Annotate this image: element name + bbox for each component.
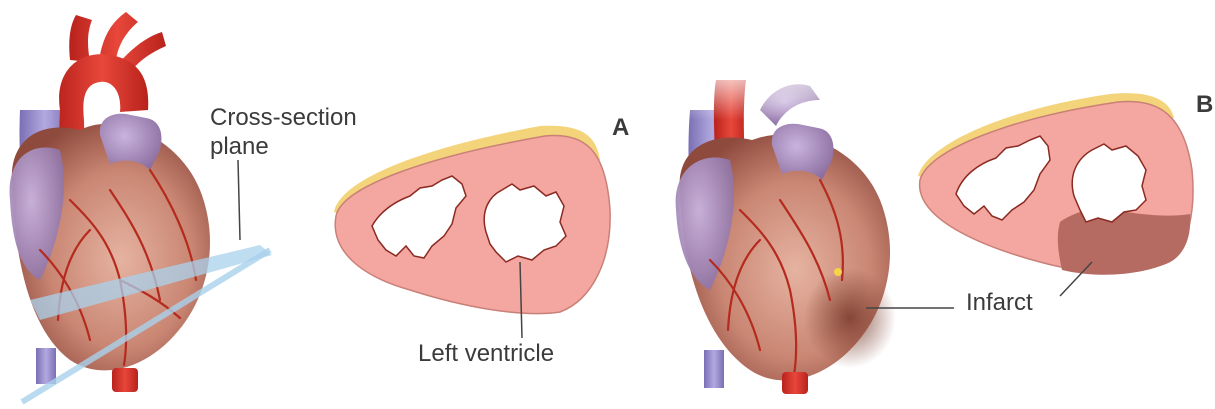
panel-letter-a: A	[612, 114, 629, 141]
inferior-vena-cava-b	[704, 350, 724, 388]
panel-letter-b: B	[1196, 91, 1213, 118]
cross-section-a	[334, 126, 610, 338]
inferior-vena-cava	[36, 348, 56, 384]
cross-section-b	[918, 93, 1193, 296]
left-ventricle-label: Left ventricle	[418, 340, 554, 367]
cross-section-label: Cross-section plane	[210, 104, 357, 160]
vessel-fade	[680, 60, 840, 120]
left-ventricle-cavity-b	[1072, 144, 1146, 222]
cross-section-label-line2: plane	[210, 133, 269, 160]
cross-section-leader-line	[238, 160, 240, 240]
descending-aorta	[112, 368, 138, 392]
occlusion-marker	[834, 268, 842, 276]
cross-section-label-line1: Cross-section	[210, 104, 357, 131]
heart-illustration-a	[10, 12, 210, 392]
descending-aorta-b	[782, 372, 808, 394]
infarct-label: Infarct	[966, 289, 1033, 316]
heart-illustration-b	[676, 60, 954, 394]
infarct-region-section	[1058, 209, 1190, 275]
infarct-region-heart	[804, 268, 896, 368]
